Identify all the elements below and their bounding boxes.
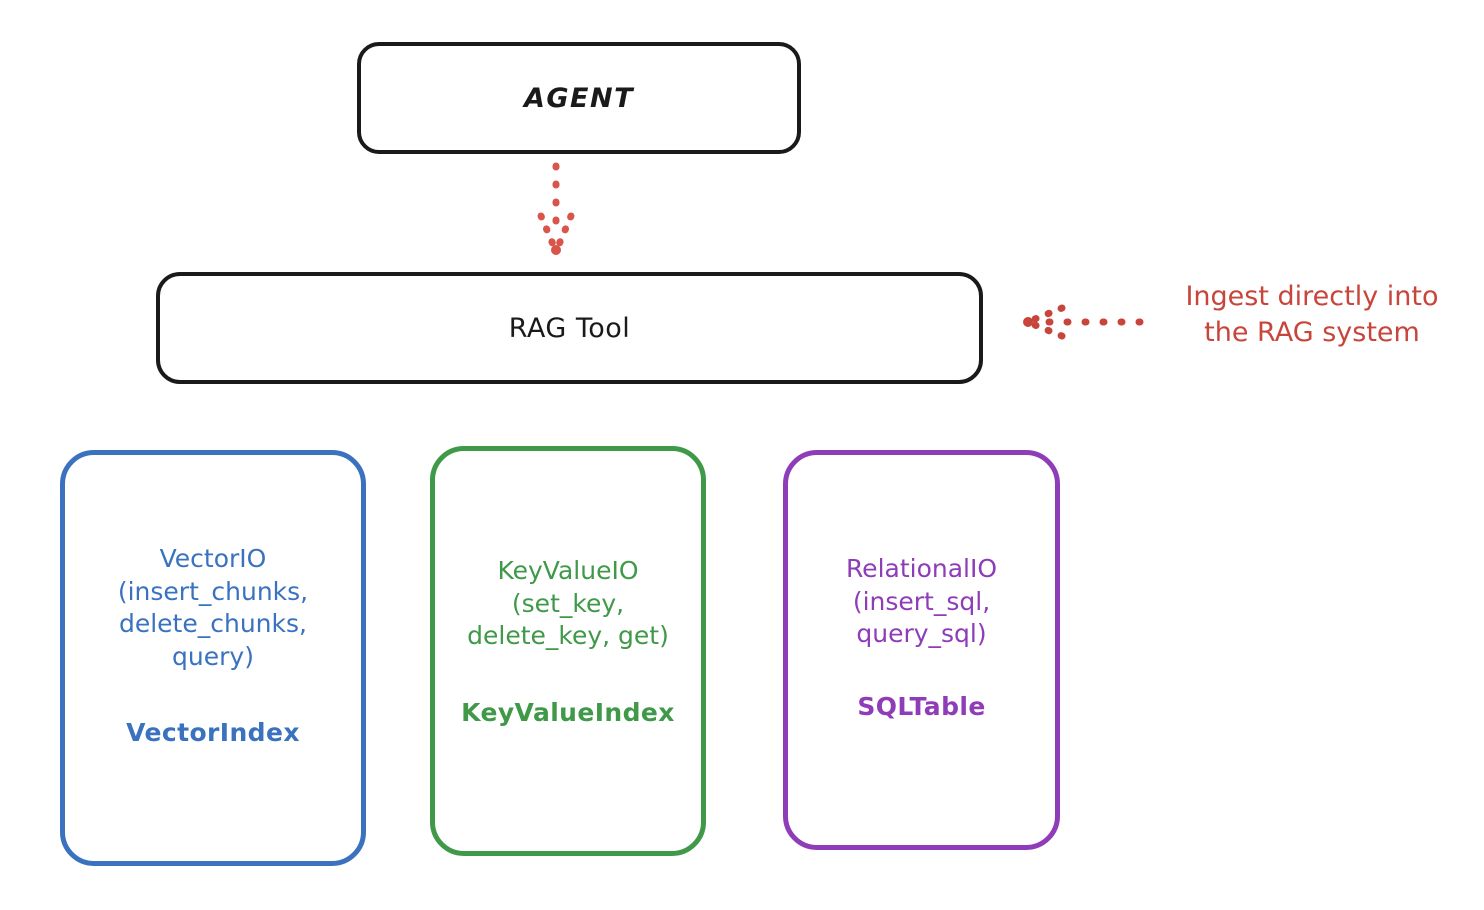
relational-io-index-label: SQLTable: [857, 691, 986, 721]
key-value-io-index-label: KeyValueIndex: [461, 697, 675, 727]
node-relational-io[interactable]: RelationalIO (insert_sql, query_sql) SQL…: [783, 450, 1060, 850]
node-rag-tool-label: RAG Tool: [508, 312, 631, 344]
node-rag-tool[interactable]: RAG Tool: [156, 272, 983, 384]
relational-io-api-label: RelationalIO (insert_sql, query_sql): [845, 554, 998, 648]
node-agent[interactable]: AGENT: [357, 42, 801, 154]
node-key-value-io[interactable]: KeyValueIO (set_key, delete_key, get) Ke…: [430, 446, 706, 856]
vector-io-index-label: VectorIndex: [126, 718, 300, 747]
key-value-io-api-label: KeyValueIO (set_key, delete_key, get): [467, 556, 669, 650]
connector-agent-to-rag-tool: [537, 162, 575, 255]
connector-annotation-to-rag-tool: [1023, 304, 1144, 340]
node-vector-io[interactable]: VectorIO (insert_chunks, delete_chunks, …: [60, 450, 366, 866]
ingest-annotation-label: Ingest directly into the RAG system: [1185, 281, 1439, 349]
node-agent-label: AGENT: [523, 82, 634, 114]
vector-io-api-label: VectorIO (insert_chunks, delete_chunks, …: [117, 544, 309, 671]
